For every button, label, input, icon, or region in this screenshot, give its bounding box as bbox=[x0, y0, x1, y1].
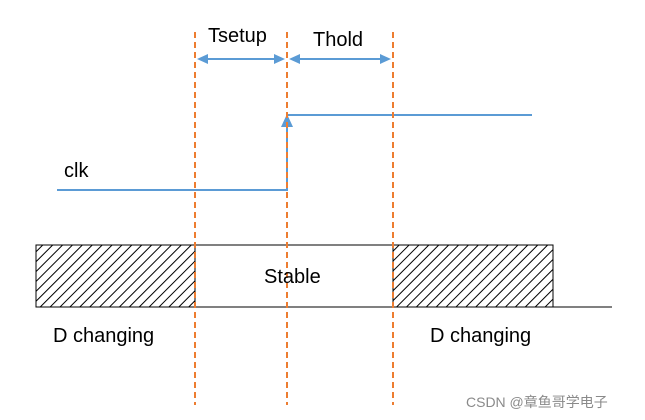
tsetup-arrow bbox=[197, 54, 285, 64]
tsetup-label: Tsetup bbox=[208, 25, 267, 47]
d-changing-label-left: D changing bbox=[53, 325, 155, 347]
clk-waveform bbox=[57, 114, 532, 191]
watermark: CSDN @章鱼哥学电子 bbox=[466, 394, 608, 410]
stable-box bbox=[194, 244, 394, 308]
d-changing-hatched-box-left bbox=[35, 244, 196, 308]
thold-label: Thold bbox=[313, 29, 364, 51]
clk-rising-edge-arrow bbox=[281, 114, 293, 127]
d-changing-hatched-box-right bbox=[392, 244, 554, 308]
thold-arrow bbox=[289, 54, 391, 64]
clk-label: clk bbox=[64, 160, 89, 182]
stable-label: Stable bbox=[264, 266, 321, 288]
d-changing-label-right: D changing bbox=[430, 325, 532, 347]
